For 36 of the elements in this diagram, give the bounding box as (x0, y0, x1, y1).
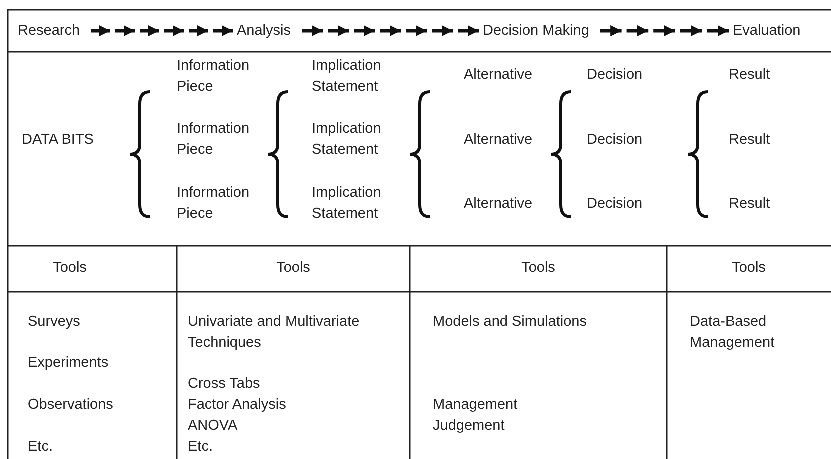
table-cell-text: Surveys (28, 313, 80, 332)
text-label: Implication Statement (312, 57, 382, 97)
column-header: Tools (731, 259, 767, 278)
text-label: Alternative (464, 66, 533, 85)
column-header: Tools (520, 259, 556, 278)
text-label: DATA BITS (22, 131, 94, 150)
text-label: Implication Statement (312, 120, 382, 160)
text-label: Result (729, 131, 770, 150)
stage-label: Evaluation (733, 21, 801, 42)
text-label: Alternative (464, 195, 533, 214)
text-label: Decision (587, 131, 643, 150)
text-label: Information Piece (177, 184, 251, 224)
stage-label: Decision Making (483, 21, 590, 42)
table-cell-text: Etc. (188, 438, 213, 457)
table-cell-text: Etc. (28, 438, 53, 457)
column-header: Tools (276, 259, 312, 278)
text-label: Result (729, 195, 770, 214)
text-label: Alternative (464, 131, 533, 150)
text-label: Decision (587, 195, 643, 214)
column-header: Tools (52, 259, 88, 278)
text-label: Information Piece (177, 120, 251, 160)
table-cell-text: Experiments (28, 354, 109, 373)
stage-label: Research (18, 21, 80, 42)
table-cell-text: Models and Simulations (433, 313, 587, 332)
table-cell-text: Observations (28, 396, 114, 415)
table-cell-text: Data-Based Management (690, 313, 776, 353)
text-label: Decision (587, 66, 643, 85)
text-label: Result (729, 66, 770, 85)
text-label: Information Piece (177, 57, 251, 97)
table-cell-text: Cross Tabs (188, 375, 260, 394)
stage-label: Analysis (237, 21, 291, 42)
table-cell-text: Univariate and Multivariate Techniques (188, 313, 361, 353)
table-cell-text: Factor Analysis (188, 396, 286, 415)
table-cell-text: ANOVA (188, 417, 238, 436)
text-label: Implication Statement (312, 184, 382, 224)
table-cell-text: Management Judgement (433, 396, 519, 436)
